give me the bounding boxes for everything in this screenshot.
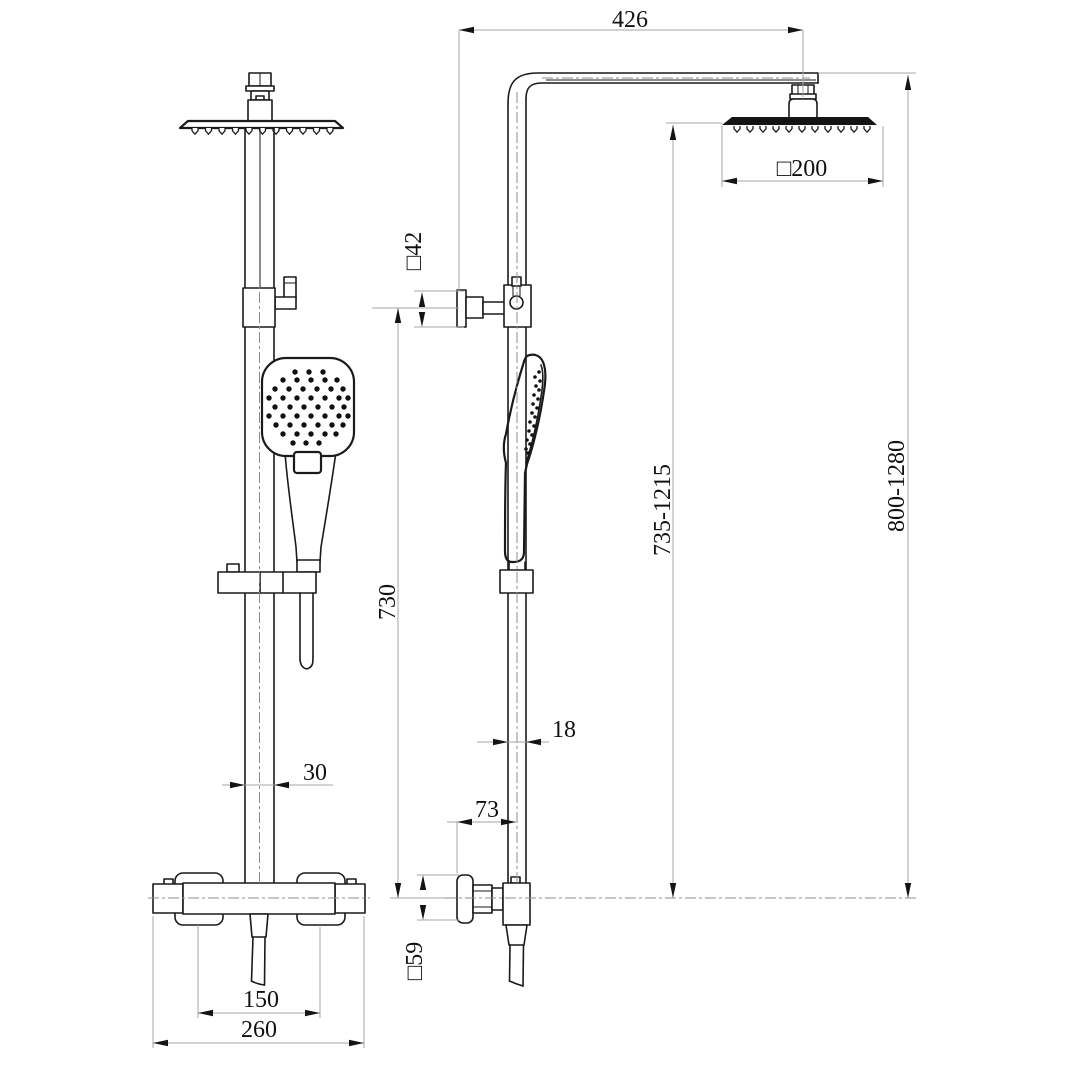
side-mixer-valve (456, 874, 531, 987)
front-head-plate (178, 119, 345, 130)
dimension-arrows (153, 26, 912, 1047)
dimension-labels: 426 □200 □42 800-1280 735-1215 730 18 73… (241, 7, 910, 1043)
front-wall-bracket (242, 276, 297, 328)
dim-label-bracket-to-valve: 730 (375, 584, 401, 620)
side-pipe-bend-outer (507, 72, 819, 105)
side-pipe-bend-inner (525, 82, 819, 100)
front-mixer-valve (152, 872, 366, 986)
dim-label-valve-width: 260 (241, 1017, 277, 1043)
front-spout (250, 936, 266, 986)
side-riser-pipe (507, 72, 819, 884)
front-shower-hose (299, 592, 314, 670)
side-spout (508, 944, 525, 987)
side-hand-shower (502, 353, 547, 564)
front-holder-knob (283, 276, 297, 299)
front-hand-shower-button (292, 450, 323, 475)
side-head-plate (722, 117, 877, 125)
side-wall-bracket (456, 276, 532, 328)
side-head-joint (788, 98, 818, 119)
dim-label-wall-offset: 73 (475, 797, 499, 823)
side-valve-nut (472, 884, 493, 914)
dim-label-head-size: □200 (777, 156, 828, 182)
dim-label-head-to-valve: 735-1215 (650, 464, 676, 556)
dim-label-column-pipe-width: 30 (303, 760, 327, 786)
dim-label-wall-plate-size: □42 (401, 232, 427, 271)
dim-label-arm-reach: 426 (612, 7, 648, 33)
front-spout-neck (249, 913, 269, 938)
side-overhead-shower (722, 84, 877, 133)
dim-label-riser-pipe-width: 18 (552, 717, 576, 743)
dim-label-overall-height: 800-1280 (884, 440, 910, 532)
centerlines (148, 77, 916, 899)
side-valve-body (502, 882, 531, 926)
side-head-nozzles (733, 125, 871, 133)
front-hand-shower (260, 356, 356, 563)
dim-label-valve-trim-size: □59 (402, 942, 428, 981)
front-overhead-shower (178, 72, 345, 135)
front-slider-bracket (217, 559, 321, 594)
front-spray-dots (266, 369, 351, 446)
dim-label-inlet-spacing: 150 (243, 987, 279, 1013)
side-spout-neck (505, 924, 528, 946)
side-valve-trim (456, 874, 474, 924)
